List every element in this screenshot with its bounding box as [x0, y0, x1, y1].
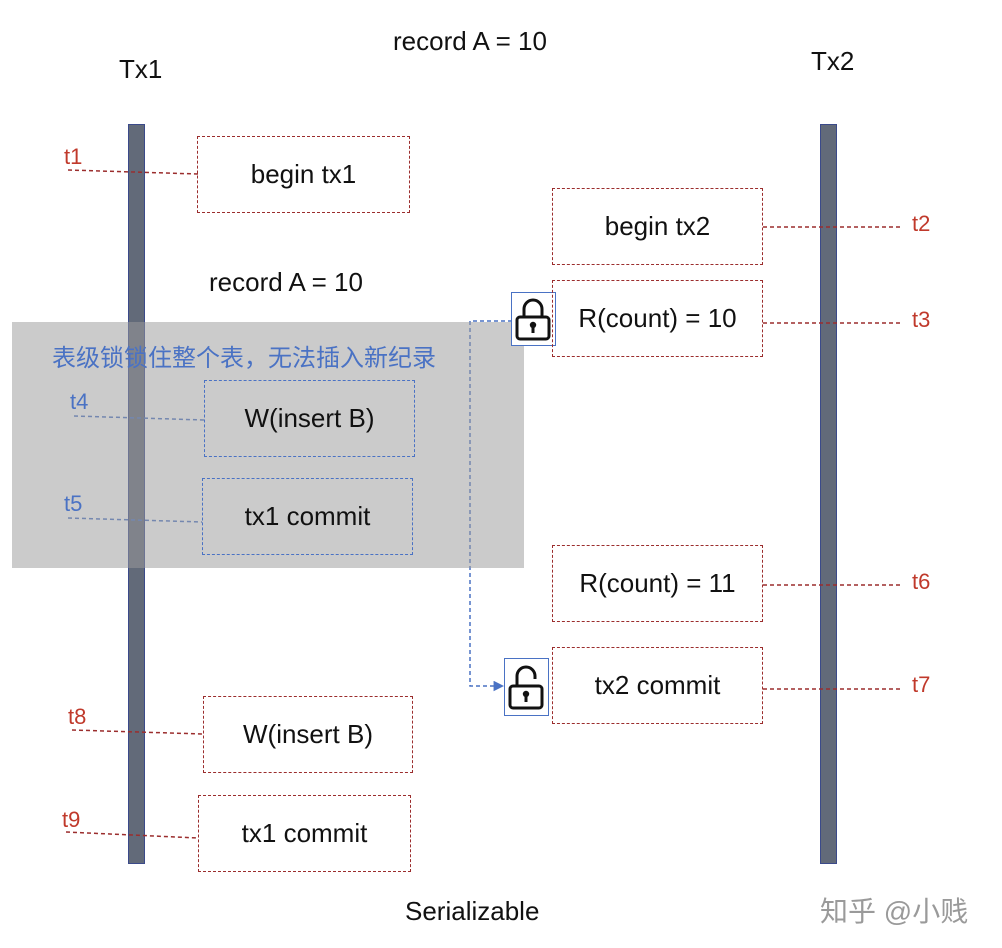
- w-insert-b-box: W(insert B): [203, 696, 413, 773]
- read-count-10-box: R(count) = 10: [552, 280, 763, 357]
- watermark: 知乎 @小贱: [820, 896, 969, 927]
- begin-tx1-text: begin tx1: [250, 159, 357, 189]
- tx1-title: Tx1: [119, 54, 163, 84]
- table-lock-annotation: 表级锁锁住整个表，无法插入新纪录: [52, 345, 436, 372]
- t4-label: t4: [70, 389, 89, 414]
- tx2-commit-text: tx2 commit: [594, 670, 721, 700]
- t1-connector: [67, 169, 199, 175]
- t5-label: t5: [64, 491, 83, 516]
- w-insert-b-text-blocked: W(insert B): [244, 403, 375, 433]
- tx2-title: Tx2: [811, 46, 855, 76]
- w-insert-b-text: W(insert B): [243, 719, 373, 749]
- lock-open-icon: [508, 665, 544, 710]
- t9-label: t9: [62, 807, 81, 832]
- lock-closed-box: [511, 292, 556, 346]
- read-count-11-box: R(count) = 11: [552, 545, 763, 622]
- tx1-commit-box: tx1 commit: [198, 795, 411, 872]
- begin-tx2-box: begin tx2: [552, 188, 763, 265]
- t6-label: t6: [912, 569, 931, 594]
- begin-tx1-box: begin tx1: [197, 136, 410, 213]
- lock-closed-icon: [515, 298, 551, 341]
- tx1-commit-text-blocked: tx1 commit: [244, 501, 371, 531]
- t7-label: t7: [912, 672, 931, 697]
- read-count-11-text: R(count) = 11: [579, 568, 736, 598]
- t2-label: t2: [912, 211, 931, 236]
- isolation-level-caption: Serializable: [405, 896, 540, 926]
- t8-connector: [71, 729, 204, 735]
- lock-open-box: [504, 658, 549, 716]
- record-a-tx1: record A = 10: [209, 267, 363, 297]
- t9-connector: [65, 831, 199, 839]
- begin-tx2-text: begin tx2: [604, 211, 711, 241]
- tx1-commit-box-blocked: tx1 commit: [202, 478, 413, 555]
- tx2-timeline: [820, 124, 837, 864]
- t1-label: t1: [64, 144, 83, 169]
- record-a-header: record A = 10: [393, 26, 547, 56]
- t3-label: t3: [912, 307, 931, 332]
- tx1-commit-text: tx1 commit: [241, 818, 368, 848]
- table-lock-region: [12, 322, 524, 568]
- t8-label: t8: [68, 704, 87, 729]
- w-insert-b-box-blocked: W(insert B): [204, 380, 415, 457]
- read-count-10-text: R(count) = 10: [578, 303, 737, 333]
- tx2-commit-box: tx2 commit: [552, 647, 763, 724]
